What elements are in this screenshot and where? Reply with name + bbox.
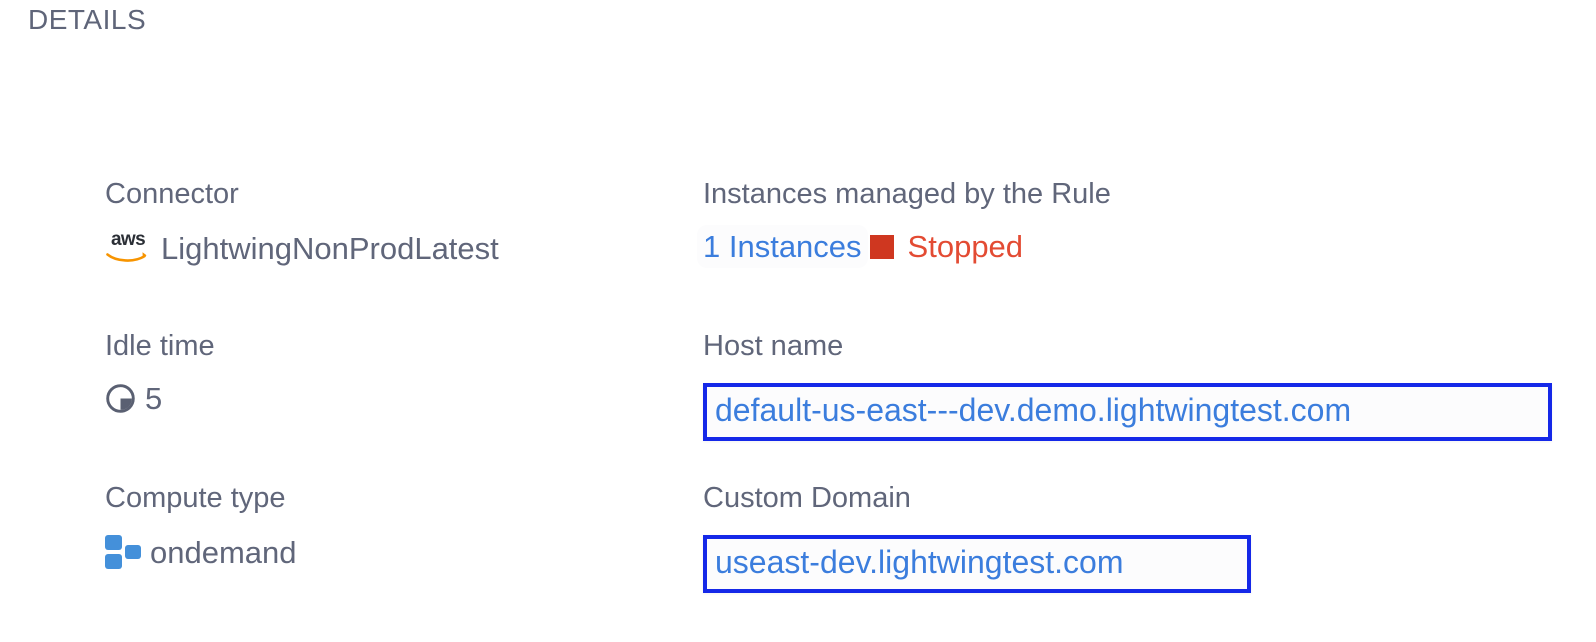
host-name-link[interactable]: default-us-east---dev.demo.lightwingtest… bbox=[715, 392, 1352, 428]
details-row-3: Compute type ondemand Custom Domain usea… bbox=[0, 484, 1596, 636]
field-value-custom-domain: useast-dev.lightwingtest.com bbox=[703, 535, 1251, 593]
aws-logo-icon: aws bbox=[105, 229, 151, 265]
field-label-connector: Connector bbox=[105, 178, 239, 210]
field-instances: Instances managed by the Rule 1 Instance… bbox=[703, 180, 1111, 262]
field-idle-time: Idle time 5 bbox=[105, 330, 215, 415]
compute-square-bottom-left bbox=[105, 554, 122, 569]
field-label-custom-domain: Custom Domain bbox=[703, 482, 911, 514]
details-row-2: Idle time 5 Host name default-us-east---… bbox=[0, 332, 1596, 484]
compute-square-middle-right bbox=[125, 545, 141, 559]
stopped-square-icon bbox=[869, 234, 894, 259]
field-value-compute-type: ondemand bbox=[105, 535, 297, 569]
field-value-host-name: default-us-east---dev.demo.lightwingtest… bbox=[703, 383, 1552, 441]
custom-domain-link[interactable]: useast-dev.lightwingtest.com bbox=[715, 544, 1124, 580]
field-label-host-name: Host name bbox=[703, 330, 844, 362]
details-fields-grid: Connector aws LightwingNonProdLatest Ins… bbox=[0, 180, 1596, 636]
field-custom-domain: Custom Domain useast-dev.lightwingtest.c… bbox=[703, 484, 1251, 593]
aws-wordmark: aws bbox=[110, 229, 146, 250]
details-row-1: Connector aws LightwingNonProdLatest Ins… bbox=[0, 180, 1596, 332]
field-label-instances: Instances managed by the Rule bbox=[703, 178, 1111, 210]
idle-time-value: 5 bbox=[145, 381, 163, 416]
field-value-connector: aws LightwingNonProdLatest bbox=[105, 229, 499, 266]
field-connector: Connector aws LightwingNonProdLatest bbox=[105, 180, 499, 265]
status-badge: Stopped bbox=[869, 229, 1024, 264]
aws-swoosh-icon bbox=[106, 252, 147, 262]
instances-count-link[interactable]: 1 Instances bbox=[703, 229, 862, 264]
field-compute-type: Compute type ondemand bbox=[105, 484, 297, 569]
page-title: DETAILS bbox=[28, 4, 147, 35]
host-name-highlight-box: default-us-east---dev.demo.lightwingtest… bbox=[703, 383, 1552, 441]
connector-name: LightwingNonProdLatest bbox=[161, 230, 499, 266]
compute-squares-icon bbox=[105, 535, 141, 569]
status-label: Stopped bbox=[907, 229, 1024, 264]
field-host-name: Host name default-us-east---dev.demo.lig… bbox=[703, 332, 1552, 441]
clock-icon bbox=[106, 384, 135, 413]
field-value-idle-time: 5 bbox=[105, 383, 215, 414]
compute-square-top-left bbox=[105, 535, 122, 550]
field-label-compute-type: Compute type bbox=[105, 482, 286, 514]
compute-type-value: ondemand bbox=[150, 534, 297, 570]
field-value-instances: 1 Instances Stopped bbox=[703, 231, 1111, 262]
field-label-idle-time: Idle time bbox=[105, 330, 215, 362]
custom-domain-highlight-box: useast-dev.lightwingtest.com bbox=[703, 535, 1251, 593]
